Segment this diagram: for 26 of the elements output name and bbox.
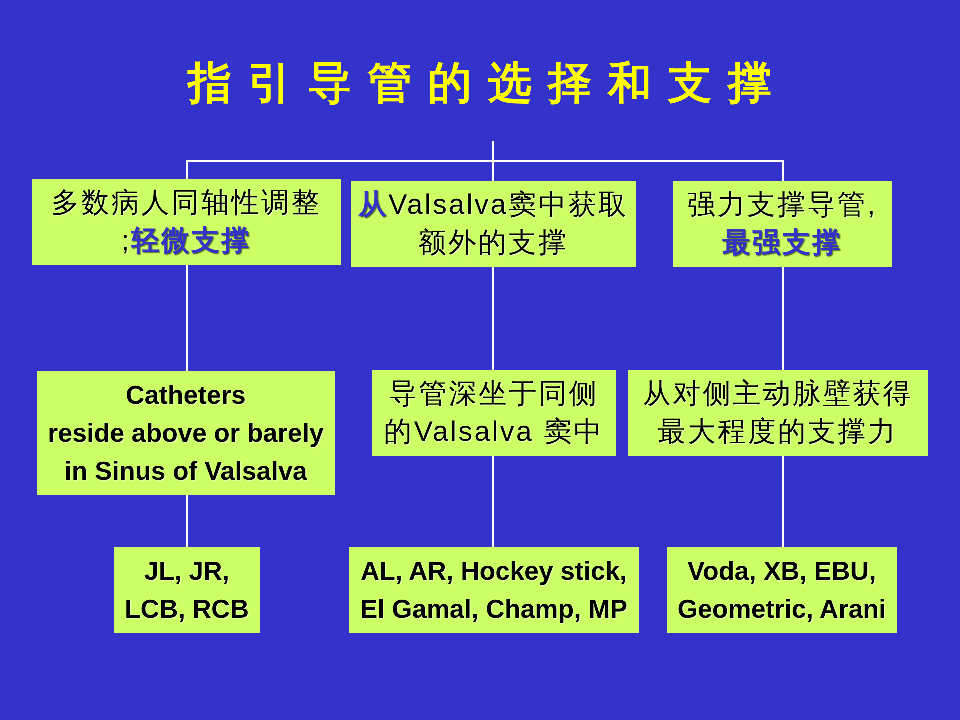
category-box: [32, 179, 341, 265]
box-label: AL, AR, Hockey stick, El Gamal, Champ, MP: [359, 555, 629, 626]
connector-line: [186, 265, 188, 371]
category-box: [628, 370, 928, 456]
category-box: [667, 547, 897, 633]
box-label: 从对侧主动脉壁获得最大程度的支撑力: [642, 377, 914, 449]
connector-line: [782, 267, 784, 370]
connector-line: [492, 456, 494, 547]
box-label: 从Valsalva窦中获取额外的支撑: [357, 188, 630, 260]
title: 指引导管的选择和支撑: [186, 58, 789, 110]
category-box: [114, 547, 260, 633]
category-box: [37, 371, 335, 495]
connector-line: [782, 456, 784, 547]
box-label: 多数病人同轴性调整;轻微支撑: [50, 186, 322, 258]
category-box: [349, 547, 639, 633]
box-label: Catheters reside above or barely in Sinus of Valsalva: [46, 379, 326, 488]
connector-line: [492, 141, 784, 181]
category-box: [673, 181, 892, 267]
category-box: [351, 181, 636, 267]
box-label: 强力支撑导管,最强支撑: [686, 188, 878, 260]
box-label: JL, JR, LCB, RCB: [124, 555, 250, 626]
connector-line: [492, 267, 494, 370]
connector-line: [186, 495, 188, 547]
box-label: 导管深坐于同侧的Valsalva 窦中: [383, 377, 605, 449]
box-label: Voda, XB, EBU, Geometric, Arani: [676, 555, 888, 626]
category-box: [372, 370, 616, 456]
